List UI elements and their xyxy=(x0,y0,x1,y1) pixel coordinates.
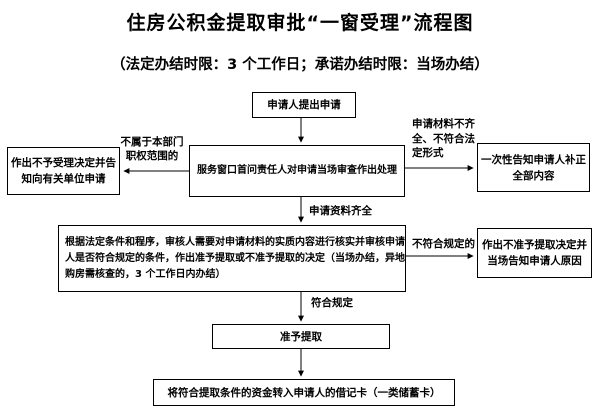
node-label: 服务窗口首问责任人对申请当场审查作出处理 xyxy=(197,165,397,176)
edge-label-out-of-scope: 不属于本部门职权范围的 xyxy=(120,136,184,162)
page-subtitle: （法定办结时限：3 个工作日；承诺办结时限：当场办结） xyxy=(111,57,489,73)
node-label: 申请人提出申请 xyxy=(267,99,341,111)
node-substantive-review: 根据法定条件和程序，审核人需要对申请材料的实质内容进行核实并审核申请 人是否符合… xyxy=(58,225,406,292)
edge-label-not-compliant: 不符合规定的 xyxy=(412,238,475,250)
node-reject-acceptance: 作出不予受理决定并告 知向有关单位申请 xyxy=(7,147,120,195)
edge-label-materials-incomplete: 申请材料不齐全、不符合法定形式 xyxy=(412,118,475,159)
node-applicant-submits: 申请人提出申请 xyxy=(252,92,356,118)
node-label-line: 购房需核查的，3 个工作日内办结） xyxy=(65,268,226,280)
edge-label-materials-complete: 申请资料齐全 xyxy=(309,205,372,217)
node-reject-withdrawal: 作出不准予提取决定并 当场告知申请人原因 xyxy=(477,228,592,278)
node-label: 准予提取 xyxy=(280,330,322,343)
node-label-line: 当场告知申请人原因 xyxy=(487,255,582,267)
node-label-line: 一次性告知申请人补正 xyxy=(481,153,586,166)
node-label-line: 作出不予受理决定并告 xyxy=(11,157,116,169)
page-title: 住房公积金提取审批“一窗受理”流程图 xyxy=(126,12,474,34)
node-label-line: 作出不准予提取决定并 xyxy=(482,239,587,251)
node-transfer-funds: 将符合提取条件的资金转入申请人的借记卡（一类储蓄卡） xyxy=(153,379,455,406)
node-approve-withdrawal: 准予提取 xyxy=(212,324,390,349)
edge-label-compliant: 符合规定 xyxy=(311,297,353,309)
node-label-line: 全部内容 xyxy=(512,169,555,182)
node-notify-correction: 一次性告知申请人补正 全部内容 xyxy=(477,143,590,192)
node-label-line: 根据法定条件和程序，审核人需要对申请材料的实质内容进行核实并审核申请 xyxy=(65,236,405,248)
node-label: 将符合提取条件的资金转入申请人的借记卡（一类储蓄卡） xyxy=(167,386,441,399)
node-label-line: 人是否符合规定的条件，作出准予提取或不准予提取的决定（当场办结，异地 xyxy=(65,252,405,264)
node-label-line: 知向有关单位申请 xyxy=(21,173,106,185)
node-window-review: 服务窗口首问责任人对申请当场审查作出处理 xyxy=(189,145,405,197)
